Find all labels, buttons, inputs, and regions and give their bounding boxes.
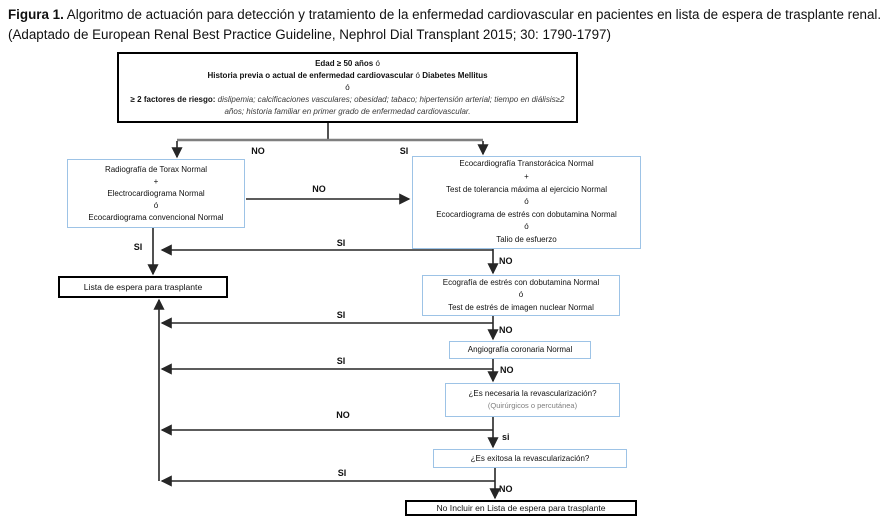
- advanced-tests-line: Test de tolerancia máxima al ejercicio N…: [446, 184, 607, 194]
- criteria-history-bold: Historia previa o actual de enfermedad c…: [207, 70, 414, 80]
- criteria-line-risk: ≥ 2 factores de riesgo: dislipemia; calc…: [125, 94, 570, 118]
- criteria-age-tail: ó: [373, 58, 380, 68]
- revascularization-success-box: ¿Es exitosa la revascularización?: [433, 449, 627, 468]
- revascularization-needed-title: ¿Es necesaria la revascularización?: [468, 388, 597, 398]
- edge-label-chain3-no: NO: [500, 365, 514, 375]
- stress-echo-line: Test de estrés de imagen nuclear Normal: [448, 302, 594, 312]
- criteria-box: Edad ≥ 50 años ó Historia previa o actua…: [117, 52, 578, 123]
- criteria-history-or: ó: [413, 70, 423, 80]
- angiography-box: Angiografía coronaria Normal: [449, 341, 591, 359]
- edge-label-return4-si: SI: [337, 468, 347, 478]
- stress-echo-line: Ecografía de estrés con dobutamina Norma…: [442, 277, 600, 287]
- edge-label-return3-si: SI: [336, 356, 346, 366]
- not-included-label: No Incluir en Lista de espera para trasp…: [436, 503, 606, 513]
- criteria-risk-bold: ≥ 2 factores de riesgo:: [130, 94, 216, 104]
- revascularization-needed-subtitle: (Quirúrgicos o percutánea): [487, 401, 578, 410]
- criteria-age-bold: Edad ≥ 50 años: [315, 58, 374, 68]
- edge-label-return1-si: SI: [336, 238, 346, 248]
- basic-tests-line: Electrocardiograma Normal: [107, 188, 205, 198]
- edge-label-chain-si: si: [502, 432, 510, 442]
- criteria-line-history: Historia previa o actual de enfermedad c…: [207, 70, 487, 82]
- edge-label-top-si: SI: [399, 146, 409, 156]
- advanced-tests-line: Talio de esfuerzo: [496, 234, 557, 244]
- or-separator: ó: [524, 222, 529, 232]
- figure-caption-text: Algoritmo de actuación para detección y …: [8, 7, 882, 42]
- edge-label-chain1-no: NO: [499, 256, 513, 266]
- stress-echo-box: Ecografía de estrés con dobutamina Norma…: [422, 275, 620, 316]
- revascularization-needed-box: ¿Es necesaria la revascularización? (Qui…: [445, 383, 620, 417]
- waiting-list-box: Lista de espera para trasplante: [58, 276, 228, 298]
- angiography-label: Angiografía coronaria Normal: [467, 345, 573, 354]
- advanced-tests-line: Ecocardiograma de estrés con dobutamina …: [436, 209, 617, 219]
- basic-tests-line: Ecocardiograma convencional Normal: [88, 212, 224, 222]
- plus-separator: +: [524, 172, 529, 182]
- or-separator: ó: [518, 290, 524, 300]
- revascularization-success-label: ¿Es exitosa la revascularización?: [470, 453, 590, 463]
- figure-caption: Figura 1. Algoritmo de actuación para de…: [8, 5, 882, 45]
- figure-caption-number: Figura 1.: [8, 7, 64, 22]
- basic-tests-line: Radiografía de Torax Normal: [104, 164, 208, 174]
- not-included-box: No Incluir en Lista de espera para trasp…: [405, 500, 637, 516]
- waiting-list-label: Lista de espera para trasplante: [83, 282, 203, 292]
- criteria-risk-factors: dislipemia; calcificaciones vasculares; …: [215, 94, 565, 116]
- criteria-diabetes-bold: Diabetes Mellitus: [422, 70, 488, 80]
- advanced-tests-line: Ecocardiografía Transtorácica Normal: [459, 159, 594, 169]
- edge-label-chain4-no: NO: [499, 484, 513, 494]
- or-separator: ó: [153, 200, 159, 210]
- or-separator: ó: [524, 197, 529, 207]
- edge-label-left-si: SI: [133, 242, 143, 252]
- criteria-line-or: ó: [345, 82, 350, 92]
- edge-label-return2-si: SI: [336, 310, 346, 320]
- edge-label-top-no: NO: [251, 146, 265, 156]
- basic-tests-box: Radiografía de Torax Normal + Electrocar…: [67, 159, 245, 228]
- edge-label-return-no: NO: [336, 410, 350, 420]
- edge-label-mid-no: NO: [312, 184, 326, 194]
- plus-separator: +: [153, 176, 159, 186]
- edge-label-chain2-no: NO: [499, 325, 513, 335]
- criteria-line-age: Edad ≥ 50 años ó: [315, 58, 380, 70]
- advanced-tests-box: Ecocardiografía Transtorácica Normal + T…: [412, 156, 641, 249]
